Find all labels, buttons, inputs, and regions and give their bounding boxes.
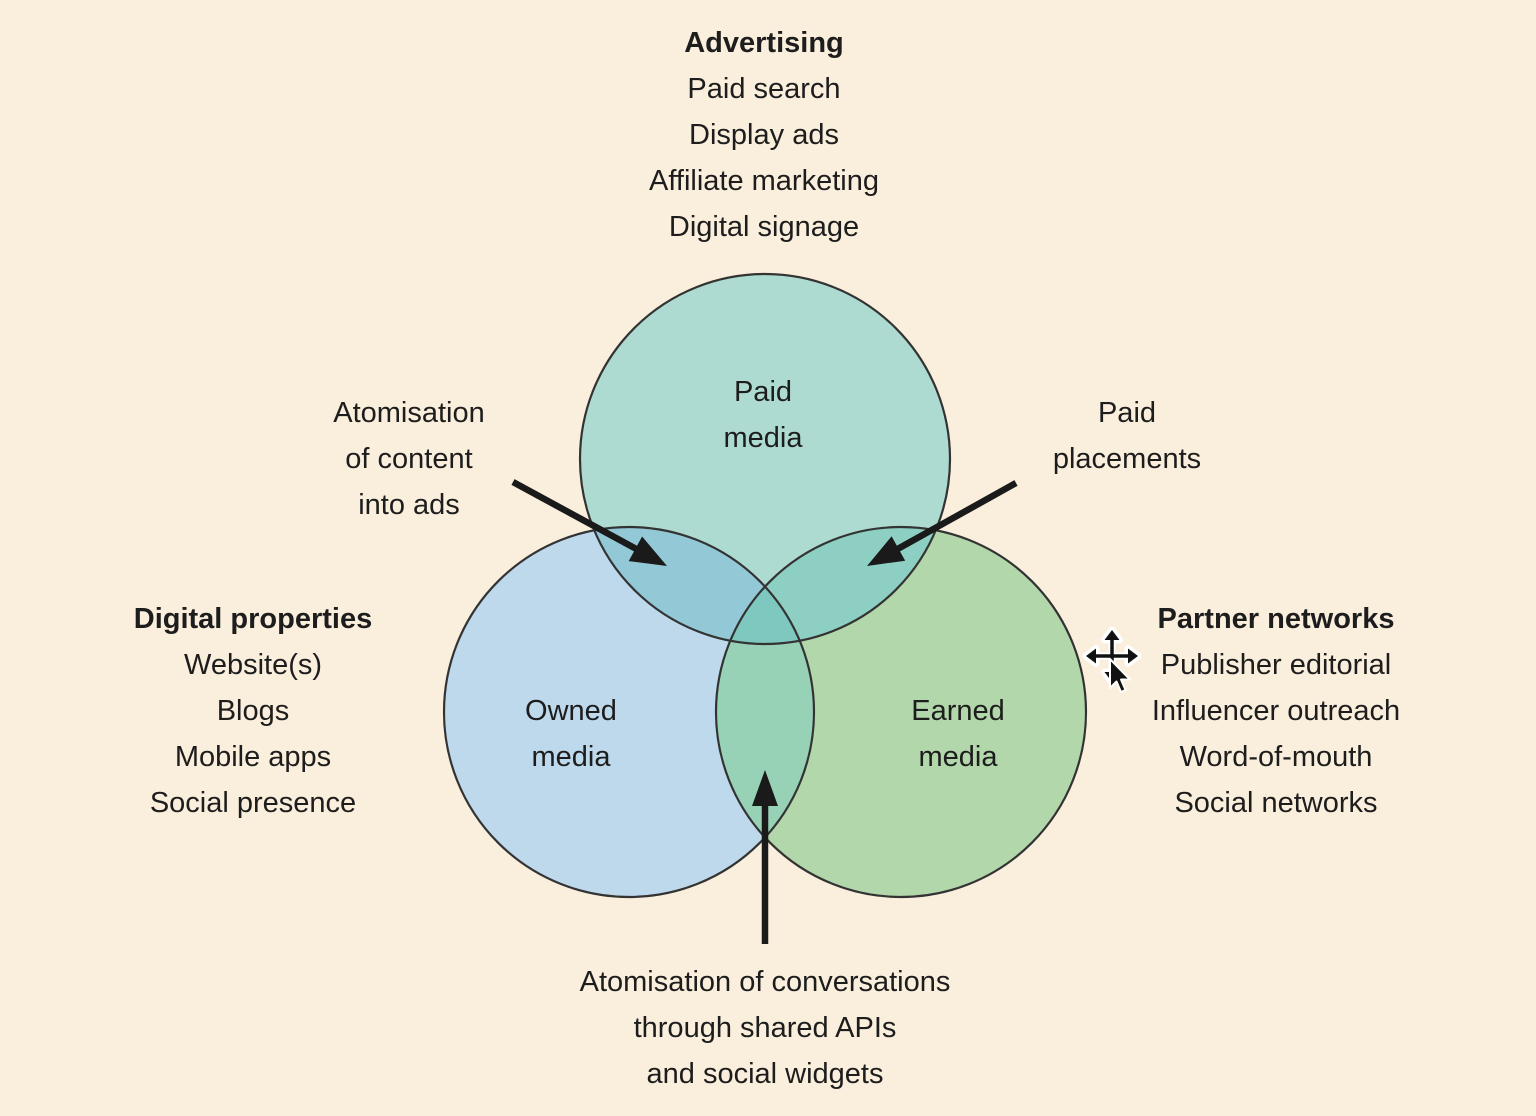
atomisation-ads-callout: Atomisation of content into ads xyxy=(333,390,485,528)
paid-owned-overlap xyxy=(580,527,814,644)
paid-placements-callout: Paid placements xyxy=(1053,390,1201,482)
partner-networks-block: Partner networks Publisher editorial Inf… xyxy=(1152,596,1400,826)
atomisation-conversations-line: Atomisation of conversations xyxy=(579,966,951,998)
paid-earned-overlap xyxy=(716,527,950,644)
earned-media-label-line: Earned xyxy=(911,695,1005,727)
paid-media-circle-outline xyxy=(578,272,952,646)
paid-media-label-line: media xyxy=(723,422,803,454)
advertising-item: Paid search xyxy=(687,73,841,105)
digital-properties-block: Digital properties Website(s) Blogs Mobi… xyxy=(134,596,373,826)
owned-media-label: Owned media xyxy=(525,688,617,780)
digital-properties-item: Website(s) xyxy=(183,649,323,681)
advertising-item: Digital signage xyxy=(668,211,860,243)
advertising-item: Affiliate marketing xyxy=(649,165,879,197)
digital-properties-item: Mobile apps xyxy=(174,741,332,773)
advertising-item: Display ads xyxy=(689,119,839,151)
advertising-block: Advertising Paid search Display ads Affi… xyxy=(649,20,879,250)
partner-networks-item: Word-of-mouth xyxy=(1179,741,1373,773)
partner-networks-item: Publisher editorial xyxy=(1160,649,1392,681)
atomisation-conversations-line: and social widgets xyxy=(646,1058,884,1090)
earned-media-circle-outline xyxy=(714,525,1088,899)
paid-placements-arrow xyxy=(867,480,1018,566)
owned-media-label-line: Owned xyxy=(525,695,617,727)
atomisation-conversations-callout: Atomisation of conversations through sha… xyxy=(580,959,951,1097)
paid-placements-line: Paid xyxy=(1097,397,1157,429)
earned-media-label-line: media xyxy=(918,741,998,773)
atomisation-conversations-line: through shared APIs xyxy=(633,1012,897,1044)
digital-properties-item: Social presence xyxy=(149,787,357,819)
paid-media-label: Paid media xyxy=(724,369,803,461)
earned-media-label: Earned media xyxy=(911,688,1005,780)
atomisation-ads-line: of content xyxy=(345,443,473,475)
digital-properties-item: Blogs xyxy=(216,695,290,727)
atomisation-ads-arrow xyxy=(511,479,667,566)
atomisation-ads-line: Atomisation xyxy=(333,397,485,429)
digital-properties-title: Digital properties xyxy=(133,603,373,635)
owned-media-label-line: media xyxy=(531,741,611,773)
paid-placements-line: placements xyxy=(1052,443,1202,475)
move-cursor xyxy=(1082,626,1142,693)
atomisation-ads-line: into ads xyxy=(358,489,460,521)
advertising-title: Advertising xyxy=(684,27,844,59)
atomisation-conversations-arrow xyxy=(752,770,778,944)
partner-networks-item: Social networks xyxy=(1174,787,1378,819)
partner-networks-title: Partner networks xyxy=(1157,603,1395,635)
partner-networks-item: Influencer outreach xyxy=(1151,695,1401,727)
owned-media-circle-outline xyxy=(442,525,816,899)
pointer-arrow-icon xyxy=(1109,658,1131,693)
paid-media-label-line: Paid xyxy=(733,376,793,408)
